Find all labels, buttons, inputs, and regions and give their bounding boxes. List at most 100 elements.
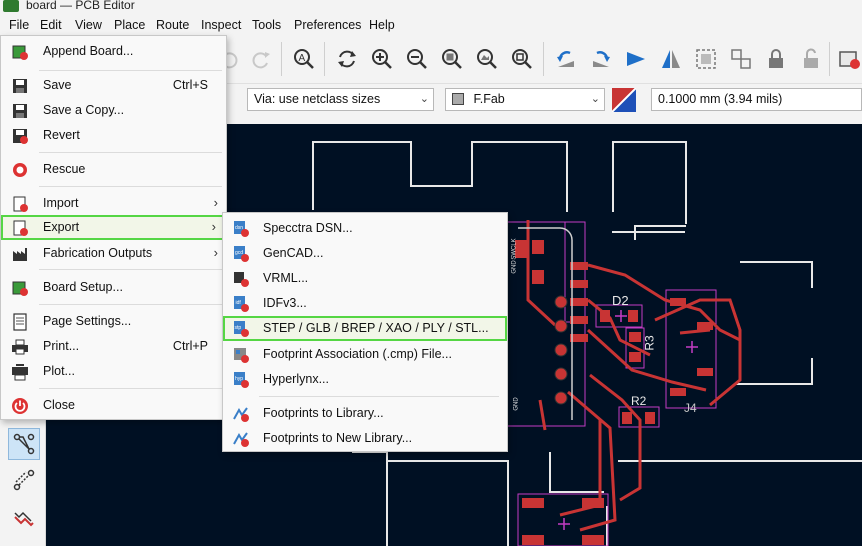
pcb-board-graphic (312, 141, 862, 546)
menu-bar: File Edit View Place Route Inspect Tools… (0, 14, 862, 36)
menu-separator (39, 304, 222, 305)
menu-item-save-copy[interactable]: Save a Copy... (1, 98, 226, 123)
svg-text:stp: stp (235, 325, 242, 331)
diff-pair-icon (13, 469, 35, 491)
menu-item-footprints-to-library[interactable]: Footprints to Library... (223, 401, 507, 426)
step-file-icon: stp (231, 320, 251, 338)
export-icon (10, 219, 30, 237)
chevron-right-icon: › (213, 195, 218, 210)
tune-length-button[interactable] (8, 504, 40, 536)
menu-item-board-setup[interactable]: Board Setup... (1, 275, 226, 300)
module-silkscreen (518, 227, 573, 420)
window-title: board — PCB Editor (26, 0, 135, 12)
menu-item-print[interactable]: Print... Ctrl+P (1, 334, 226, 359)
menu-file[interactable]: File (9, 18, 30, 32)
menu-item-step-export[interactable]: stp STEP / GLB / BREP / XAO / PLY / STL.… (223, 316, 507, 341)
ref-j4: J4 (684, 401, 697, 415)
zoom-in-icon[interactable] (369, 46, 395, 72)
lock-icon[interactable] (763, 46, 789, 72)
rotate-cw-icon[interactable] (588, 46, 614, 72)
menu-item-import[interactable]: Import › (1, 191, 226, 216)
chevron-right-icon: › (213, 245, 218, 260)
via-size-value: Via: use netclass sizes (254, 92, 381, 106)
grid-size-dropdown[interactable]: 0.1000 mm (3.94 mils) (651, 88, 862, 111)
menu-item-footprints-to-new-library[interactable]: Footprints to New Library... (223, 426, 507, 451)
menu-item-plot[interactable]: Plot... (1, 359, 226, 384)
factory-icon (10, 245, 30, 263)
layer-dropdown[interactable]: F.Fab ⌄ (445, 88, 605, 111)
zoom-objects-icon[interactable] (474, 46, 500, 72)
menu-inspect[interactable]: Inspect (201, 18, 242, 32)
pin-gnd2-label: GND (513, 397, 520, 411)
svg-text:hyp: hyp (235, 376, 243, 382)
menu-item-footprint-association[interactable]: Footprint Association (.cmp) File... (223, 342, 507, 367)
menu-route[interactable]: Route (156, 18, 190, 32)
mirror-h-icon[interactable] (623, 46, 649, 72)
gencad-file-icon: gcd (231, 245, 251, 263)
menu-tools[interactable]: Tools (252, 18, 282, 32)
board-setup-icon[interactable] (836, 46, 862, 72)
menu-separator (39, 152, 222, 153)
rotate-ccw-icon[interactable] (553, 46, 579, 72)
menu-item-append-board[interactable]: Append Board... (1, 39, 226, 64)
dsn-file-icon: dsn (231, 220, 251, 238)
zoom-out-icon[interactable] (404, 46, 430, 72)
menu-separator (39, 388, 222, 389)
unlock-icon[interactable] (798, 46, 824, 72)
svg-text:dsn: dsn (235, 225, 243, 231)
menu-item-save[interactable]: Save Ctrl+S (1, 73, 226, 98)
chevron-down-icon: ⌄ (419, 93, 429, 105)
menu-item-revert[interactable]: Revert (1, 123, 226, 148)
layer-value: F.Fab (473, 92, 505, 106)
route-diff-pair-button[interactable] (8, 464, 40, 496)
menu-view[interactable]: View (75, 18, 102, 32)
menu-item-gencad[interactable]: gcd GenCAD... (223, 241, 507, 266)
menu-place[interactable]: Place (114, 18, 146, 32)
vrml-icon (231, 270, 251, 288)
app-icon (3, 0, 19, 12)
zoom-selection-icon[interactable] (509, 46, 535, 72)
svg-text:gcd: gcd (235, 250, 243, 256)
menu-separator (39, 70, 222, 71)
group-icon[interactable] (693, 46, 719, 72)
menu-item-close[interactable]: Close (1, 393, 226, 418)
ref-d2: D2 (612, 293, 629, 308)
ref-r2: R2 (631, 394, 647, 408)
footprint-association-icon (231, 346, 251, 364)
mirror-v-icon[interactable] (658, 46, 684, 72)
idf-file-icon: idf (231, 295, 251, 313)
menu-item-rescue[interactable]: Rescue (1, 157, 226, 182)
menu-item-vrml[interactable]: VRML... (223, 266, 507, 291)
layer-pair-icon[interactable] (611, 87, 637, 113)
menu-item-hyperlynx[interactable]: hyp Hyperlynx... (223, 367, 507, 392)
find-icon[interactable]: A (291, 46, 317, 72)
redo-icon[interactable] (248, 46, 274, 72)
menu-help[interactable]: Help (369, 18, 395, 32)
menu-preferences[interactable]: Preferences (294, 18, 362, 32)
export-submenu: dsn Specctra DSN... gcd GenCAD... VRML..… (222, 212, 508, 452)
menu-item-fabrication-outputs[interactable]: Fabrication Outputs › (1, 241, 226, 266)
zoom-fit-icon[interactable] (439, 46, 465, 72)
menu-item-idfv3[interactable]: idf IDFv3... (223, 291, 507, 316)
round-pads (554, 295, 568, 405)
menu-edit[interactable]: Edit (40, 18, 62, 32)
route-track-button[interactable] (8, 428, 40, 460)
menu-item-specctra-dsn[interactable]: dsn Specctra DSN... (223, 216, 507, 241)
via-size-dropdown[interactable]: Via: use netclass sizes ⌄ (247, 88, 434, 111)
board-setup-icon (10, 279, 30, 297)
save-icon (10, 77, 30, 95)
menu-separator (259, 396, 499, 397)
hyperlynx-file-icon: hyp (231, 371, 251, 389)
toolbar-separator (324, 42, 325, 76)
refresh-icon[interactable] (334, 46, 360, 72)
ungroup-icon[interactable] (728, 46, 754, 72)
menu-item-page-settings[interactable]: Page Settings... (1, 309, 226, 334)
board-outline (312, 141, 862, 546)
route-icon (13, 433, 35, 455)
menu-item-export[interactable]: Export › (1, 215, 226, 240)
svg-text:A: A (299, 53, 306, 64)
append-board-icon (10, 43, 30, 61)
menu-separator (39, 269, 222, 270)
file-menu: Append Board... Save Ctrl+S Save a Copy.… (0, 35, 227, 420)
toolbar-separator (543, 42, 544, 76)
